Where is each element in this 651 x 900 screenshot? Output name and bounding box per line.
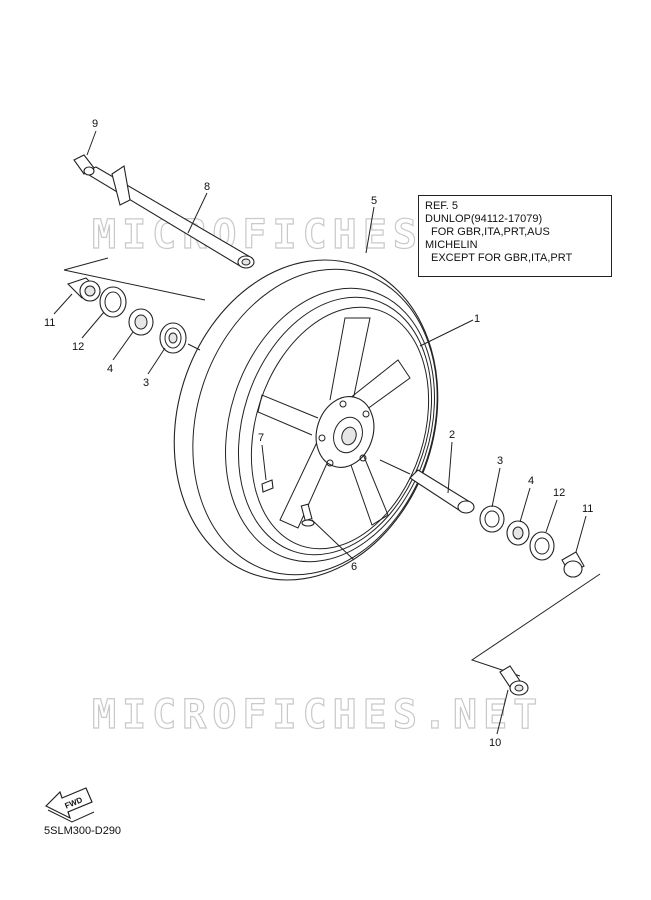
spacer-part-4-right bbox=[506, 520, 530, 546]
seal-part-12-left bbox=[99, 286, 127, 318]
spoke-bottom-right bbox=[344, 441, 389, 526]
tire-inner-edge bbox=[192, 268, 438, 576]
callout-3-left: 3 bbox=[143, 377, 149, 389]
callout-7: 7 bbox=[258, 432, 264, 444]
callout-12-right: 12 bbox=[553, 487, 565, 499]
callout-3-right: 3 bbox=[497, 455, 503, 467]
wheel-assembly bbox=[173, 259, 439, 581]
bearing-part-3-right bbox=[479, 505, 505, 533]
callout-1: 1 bbox=[474, 313, 480, 325]
callout-4-left: 4 bbox=[107, 363, 113, 375]
disc-bolt-hole bbox=[339, 400, 347, 408]
ref-line-dunlop-regions: FOR GBR,ITA,PRT,AUS bbox=[431, 226, 550, 238]
callout-9: 9 bbox=[92, 118, 98, 130]
bolt-part-10 bbox=[499, 665, 529, 696]
spoke-top bbox=[329, 317, 371, 406]
seal-part-12-right bbox=[529, 531, 555, 561]
callout-12-left: 12 bbox=[72, 341, 84, 353]
callout-5: 5 bbox=[371, 195, 377, 207]
watermark-bottom: MICROFICHES.NET bbox=[92, 692, 543, 738]
callout-2: 2 bbox=[449, 429, 455, 441]
diagram-code: 5SLM300-D290 bbox=[44, 825, 122, 837]
collar-part-11-left bbox=[66, 277, 102, 302]
spoke-right bbox=[334, 359, 411, 421]
balance-weight-part-7 bbox=[261, 479, 274, 493]
rim-outer bbox=[225, 287, 435, 563]
callout-8: 8 bbox=[204, 181, 210, 193]
bearing-part-3-left bbox=[159, 322, 187, 354]
ref-title: REF. 5 bbox=[425, 200, 459, 212]
bolt-part-9 bbox=[73, 154, 95, 176]
callout-11-left: 11 bbox=[44, 317, 55, 329]
ref-line-michelin-regions: EXCEPT FOR GBR,ITA,PRT bbox=[431, 252, 573, 264]
ref-line-dunlop: DUNLOP(94112-17079) bbox=[425, 213, 543, 225]
hub-bore bbox=[333, 416, 363, 454]
callout-6: 6 bbox=[351, 561, 357, 573]
ref-line-michelin: MICHELIN bbox=[425, 239, 478, 251]
callout-11-right: 11 bbox=[582, 503, 593, 515]
left-dash bbox=[187, 343, 201, 351]
disc-bolt-hole bbox=[359, 454, 367, 462]
spacer-tube-part-2 bbox=[409, 469, 475, 514]
reference-note-box: REF. 5 DUNLOP(94112-17079) FOR GBR,ITA,P… bbox=[418, 195, 612, 277]
tire-outer bbox=[173, 259, 439, 581]
disc-bolt-hole bbox=[362, 410, 370, 418]
callout-10: 10 bbox=[489, 737, 501, 749]
fwd-arrow-icon: FWD bbox=[44, 787, 95, 823]
spoke-left bbox=[257, 394, 319, 436]
hub-center bbox=[341, 426, 357, 446]
right-group-bracket bbox=[470, 573, 601, 677]
rim-inner bbox=[237, 296, 433, 556]
center-axis-line bbox=[379, 459, 411, 475]
callout-4-right: 4 bbox=[528, 475, 534, 487]
left-group-bracket bbox=[63, 257, 206, 301]
disc-bolt-hole bbox=[318, 434, 326, 442]
spoke-bottom-left bbox=[279, 439, 333, 529]
collar-part-11-right bbox=[561, 551, 585, 578]
valve-part-6 bbox=[300, 503, 315, 527]
disc-bolt-hole bbox=[326, 459, 334, 467]
spacer-part-4-left bbox=[128, 308, 154, 336]
leader-lines bbox=[53, 130, 587, 735]
